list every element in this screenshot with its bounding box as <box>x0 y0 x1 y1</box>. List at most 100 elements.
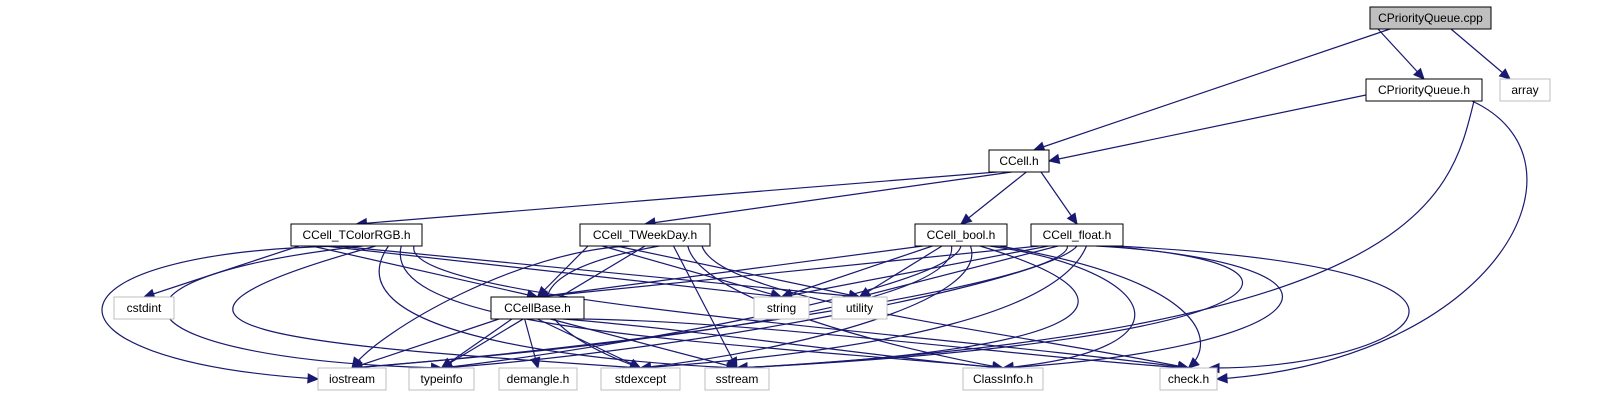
node-ccell-bool-h[interactable]: CCell_bool.h <box>914 223 1008 247</box>
node-cpq-cpp[interactable]: CPriorityQueue.cpp <box>1369 6 1492 30</box>
node-label: check.h <box>1168 372 1209 386</box>
edge-line <box>616 245 860 298</box>
edge-ccell-float-h-to-classinfo-h <box>1001 245 1283 373</box>
node-label: typeinfo <box>420 372 462 386</box>
node-label: array <box>1511 83 1538 97</box>
node-ccellbase-h[interactable]: CCellBase.h <box>490 296 585 320</box>
node-demangle-h: demangle.h <box>498 367 578 391</box>
edge-line <box>563 318 1004 369</box>
arrowhead <box>1066 212 1078 226</box>
edge-line <box>550 318 738 369</box>
edge-line <box>1033 28 1391 151</box>
edge-line <box>537 245 589 298</box>
arrowhead <box>530 356 541 370</box>
edge-ccell-tweekday-h-to-string <box>602 245 783 300</box>
node-label: sstream <box>716 372 759 386</box>
edge-ccell-float-h-to-string <box>780 245 1049 301</box>
edge-ccellbase-h-to-typeinfo <box>440 318 513 369</box>
node-label: CCell_float.h <box>1043 228 1112 242</box>
edge-line <box>575 318 1189 369</box>
edge-line <box>399 245 1004 369</box>
node-label: ClassInfo.h <box>973 372 1033 386</box>
edges-layer <box>101 28 1528 384</box>
node-ccell-float-h[interactable]: CCell_float.h <box>1030 223 1124 247</box>
edge-ccellbase-h-to-stdexcept <box>537 318 642 369</box>
edge-line <box>602 245 782 298</box>
edge-line <box>736 245 1079 369</box>
node-box <box>962 367 1044 391</box>
node-ccell-tcolorrgb-h[interactable]: CCell_TColorRGB.h <box>290 223 423 247</box>
node-label: CPriorityQueue.cpp <box>1378 11 1483 25</box>
edge-ccell-bool-h-to-check-h <box>998 245 1202 369</box>
node-box <box>408 367 475 391</box>
node-box <box>704 367 770 391</box>
node-cstdint: cstdint <box>113 296 175 320</box>
node-box <box>290 223 423 247</box>
node-array: array <box>1499 78 1551 102</box>
edge-ccell-h-to-ccell-bool-h <box>960 171 1027 225</box>
edge-ccell-h-to-ccell-tweekday-h <box>643 171 1012 228</box>
edge-cpq-cpp-to-cpq-h <box>1377 28 1425 80</box>
node-box <box>1159 367 1218 391</box>
node-box <box>1499 78 1551 102</box>
edge-line <box>687 245 1004 369</box>
node-label: utility <box>846 301 873 315</box>
node-cpq-h[interactable]: CPriorityQueue.h <box>1365 78 1483 102</box>
edge-cpq-h-to-check-h <box>1215 100 1528 384</box>
node-label: CCell_TColorRGB.h <box>302 228 410 242</box>
node-box <box>1365 78 1483 102</box>
edge-line <box>1048 94 1367 162</box>
node-label: cstdint <box>127 301 162 315</box>
edge-line <box>1377 28 1425 80</box>
node-box <box>914 223 1008 247</box>
edge-line <box>351 318 500 369</box>
edge-line <box>781 245 1049 298</box>
edge-line <box>324 245 782 298</box>
edge-ccell-tcolorrgb-h-to-typeinfo <box>164 245 443 374</box>
node-string: string <box>753 296 810 320</box>
edge-line <box>644 171 1012 225</box>
node-label: demangle.h <box>507 372 570 386</box>
edge-line <box>781 245 933 298</box>
node-ccell-tweekday-h[interactable]: CCell_TWeekDay.h <box>579 223 711 247</box>
arrowhead <box>1187 357 1200 369</box>
edge-line <box>998 245 1202 369</box>
arrowhead <box>307 373 320 384</box>
node-utility: utility <box>831 296 888 320</box>
node-box <box>498 367 578 391</box>
node-ccell-h[interactable]: CCell.h <box>988 149 1050 173</box>
edge-line <box>989 245 1136 369</box>
edge-ccell-float-h-to-sstream <box>735 245 1243 373</box>
edge-line <box>672 245 738 369</box>
node-classinfo-h: ClassInfo.h <box>962 367 1044 391</box>
edge-line <box>640 245 973 369</box>
arrowhead <box>1215 373 1228 384</box>
edge-line <box>1002 245 1283 369</box>
node-box <box>600 367 681 391</box>
edge-cpq-cpp-to-array <box>1450 28 1511 80</box>
edge-line <box>859 245 1059 298</box>
edge-cpq-h-to-ccell-h <box>1047 94 1367 165</box>
edge-line <box>537 245 924 298</box>
arrowhead <box>960 213 973 225</box>
edge-line <box>640 245 1088 369</box>
edge-line <box>232 245 641 369</box>
edge-ccell-tweekday-h-to-ccellbase-h <box>536 245 589 298</box>
node-label: CCell_bool.h <box>927 228 996 242</box>
edge-ccell-tcolorrgb-h-to-iostream <box>101 245 351 384</box>
edge-cpq-cpp-to-ccell-h <box>1032 28 1391 152</box>
edge-line <box>351 245 631 369</box>
node-box <box>988 149 1050 173</box>
node-box <box>113 296 175 320</box>
node-check-h: check.h <box>1159 367 1218 391</box>
node-stdexcept: stdexcept <box>600 367 681 391</box>
node-typeinfo: typeinfo <box>408 367 475 391</box>
arrowhead <box>1047 153 1061 165</box>
node-box <box>1369 6 1492 30</box>
edge-line <box>1450 28 1511 80</box>
edge-line <box>1114 245 1410 369</box>
node-box <box>831 296 888 320</box>
edge-line <box>311 245 538 298</box>
